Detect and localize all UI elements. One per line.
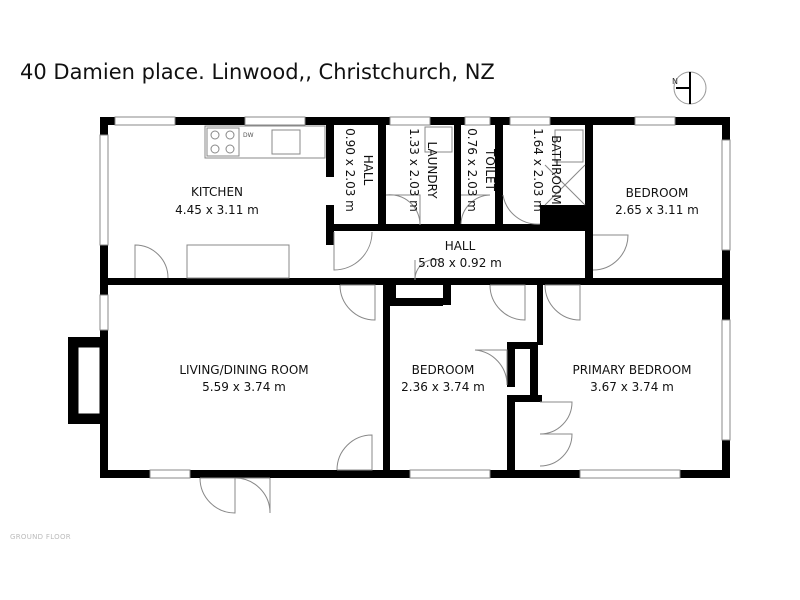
svg-text:5.59 x 3.74 m: 5.59 x 3.74 m [202,380,286,394]
svg-text:N: N [672,77,678,86]
room-hall-corridor: HALL 5.08 x 0.92 m [418,239,502,270]
room-kitchen: KITCHEN 4.45 x 3.11 m [175,185,259,217]
room-bathroom: BATHROOM 1.64 x 2.03 m [531,128,563,212]
doors [134,194,629,514]
room-bedroom-top: BEDROOM 2.65 x 3.11 m [615,186,699,217]
room-primary-bedroom: PRIMARY BEDROOM 3.67 x 3.74 m [572,363,691,394]
svg-text:4.45 x 3.11 m: 4.45 x 3.11 m [175,203,259,217]
compass-icon: N [672,71,707,105]
windows [99,116,731,479]
floor-label: GROUND FLOOR [10,533,71,541]
svg-text:0.90 x 2.03 m: 0.90 x 2.03 m [343,128,357,212]
room-living-dining: LIVING/DINING ROOM 5.59 x 3.74 m [179,363,308,394]
svg-text:0.76 x 2.03 m: 0.76 x 2.03 m [465,128,479,212]
svg-text:HALL: HALL [361,155,375,186]
svg-text:2.36 x 3.74 m: 2.36 x 3.74 m [401,380,485,394]
svg-text:1.33 x 2.03 m: 1.33 x 2.03 m [407,128,421,212]
room-toilet: TOILET 0.76 x 2.03 m [465,128,497,212]
walls [68,117,730,478]
svg-text:KITCHEN: KITCHEN [191,185,243,199]
svg-text:TOILET: TOILET [483,148,497,192]
svg-text:2.65 x 3.11 m: 2.65 x 3.11 m [615,203,699,217]
svg-text:LIVING/DINING ROOM: LIVING/DINING ROOM [179,363,308,377]
svg-text:DW: DW [243,132,254,139]
svg-text:LAUNDRY: LAUNDRY [425,141,439,199]
svg-text:1.64 x 2.03 m: 1.64 x 2.03 m [531,128,545,212]
svg-text:BEDROOM: BEDROOM [626,186,689,200]
page-title: 40 Damien place. Linwood,, Christchurch,… [20,60,495,84]
svg-text:3.67 x 3.74 m: 3.67 x 3.74 m [590,380,674,394]
svg-text:PRIMARY BEDROOM: PRIMARY BEDROOM [572,363,691,377]
room-hall-small: HALL 0.90 x 2.03 m [343,128,375,212]
svg-text:HALL: HALL [445,239,476,253]
svg-text:5.08 x 0.92 m: 5.08 x 0.92 m [418,256,502,270]
room-laundry: LAUNDRY 1.33 x 2.03 m [407,128,439,212]
svg-text:BEDROOM: BEDROOM [412,363,475,377]
room-bedroom-bottom: BEDROOM 2.36 x 3.74 m [401,363,485,394]
kitchen-fixtures: DW [186,125,586,279]
svg-text:BATHROOM: BATHROOM [549,135,563,204]
